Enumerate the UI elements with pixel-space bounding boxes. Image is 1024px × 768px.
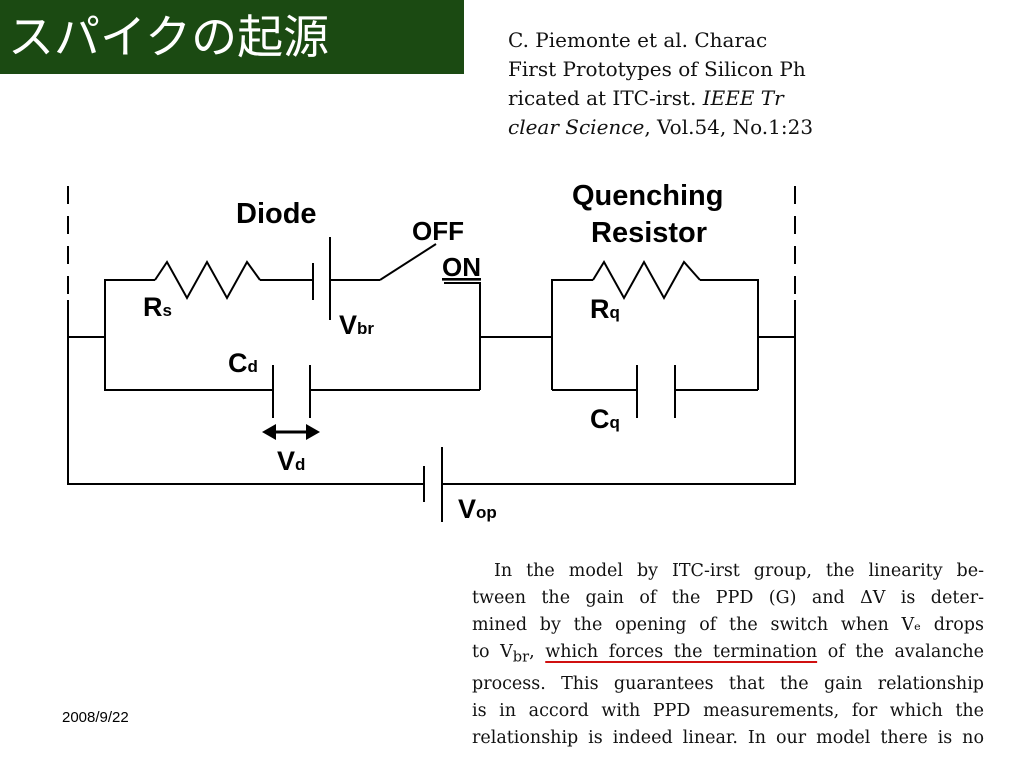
reference-volume: , Vol.54, No.1:23 <box>644 115 814 139</box>
excerpt-line-7: relationship is indeed linear. In our mo… <box>472 727 984 748</box>
cd-label: Cd <box>228 348 258 378</box>
rq-left-wire <box>551 279 593 390</box>
reference-journal: IEEE Tr <box>702 86 784 110</box>
vd-double-arrow <box>262 424 320 440</box>
cq-label: Cq <box>590 404 620 434</box>
cd-left-wire <box>104 337 273 391</box>
reference-line-3: ricated at ITC-irst. IEEE Tr <box>508 84 832 113</box>
excerpt-line-4-comma: , <box>529 642 546 662</box>
excerpt-line-3: mined by the opening of the switch when … <box>472 615 984 635</box>
excerpt-line-2: tween the gain of the PPD (G) and ΔV is … <box>472 588 984 608</box>
reference-line-1: C. Piemonte et al. Charac <box>508 28 768 52</box>
excerpt-line-1: In the model by ITC-irst group, the line… <box>494 561 984 581</box>
resistor-label: Resistor <box>591 217 707 249</box>
circuit-diagram: Diode Quenching Resistor OFF ON Rs Vbr C… <box>67 180 796 524</box>
paper-excerpt: In the model by ITC-irst group, the line… <box>472 558 984 752</box>
excerpt-line-4: to Vbr, which forces the termination of … <box>472 639 984 671</box>
excerpt-line-4-end: of the avalanche <box>817 642 984 662</box>
excerpt-line-4-start: to V <box>472 642 513 662</box>
excerpt-line-5: process. This guarantees that the gain r… <box>472 673 984 694</box>
rq-label: Rq <box>590 294 620 324</box>
diode-label: Diode <box>236 198 317 230</box>
reference-line-2: First Prototypes of Silicon Ph <box>508 57 806 81</box>
slide-title: スパイクの起源 <box>0 0 464 74</box>
rs-resistor <box>154 259 261 301</box>
slide-date: 2008/9/22 <box>62 709 129 726</box>
outer-wire-right <box>442 300 796 485</box>
excerpt-line-6: is in accord with PPD measurements, for … <box>472 700 984 721</box>
vd-label: Vd <box>277 446 305 476</box>
off-label: OFF <box>412 216 464 246</box>
switch-on-contact <box>444 282 481 390</box>
reference-line-4: clear Science, Vol.54, No.1:23 <box>508 113 832 142</box>
vop-label: Vop <box>458 494 497 524</box>
vbr-label: Vbr <box>339 310 374 340</box>
underlined-phrase: which forces the termination <box>545 642 818 662</box>
rq-resistor <box>592 259 701 301</box>
reference-citation: C. Piemonte et al. Charac First Prototyp… <box>508 26 832 150</box>
switch-blade <box>379 243 437 281</box>
excerpt-line-4-sub: br <box>512 648 530 666</box>
outer-wire-left <box>67 300 424 485</box>
rs-label: Rs <box>143 292 172 322</box>
reference-journal-cont: clear Science <box>508 115 645 139</box>
quenching-label: Quenching <box>572 180 723 212</box>
on-label: ON <box>442 252 481 282</box>
diode-top-wire <box>104 279 155 337</box>
rq-right-wire <box>700 279 759 390</box>
reference-line-3-text: ricated at ITC-irst. <box>508 86 703 110</box>
